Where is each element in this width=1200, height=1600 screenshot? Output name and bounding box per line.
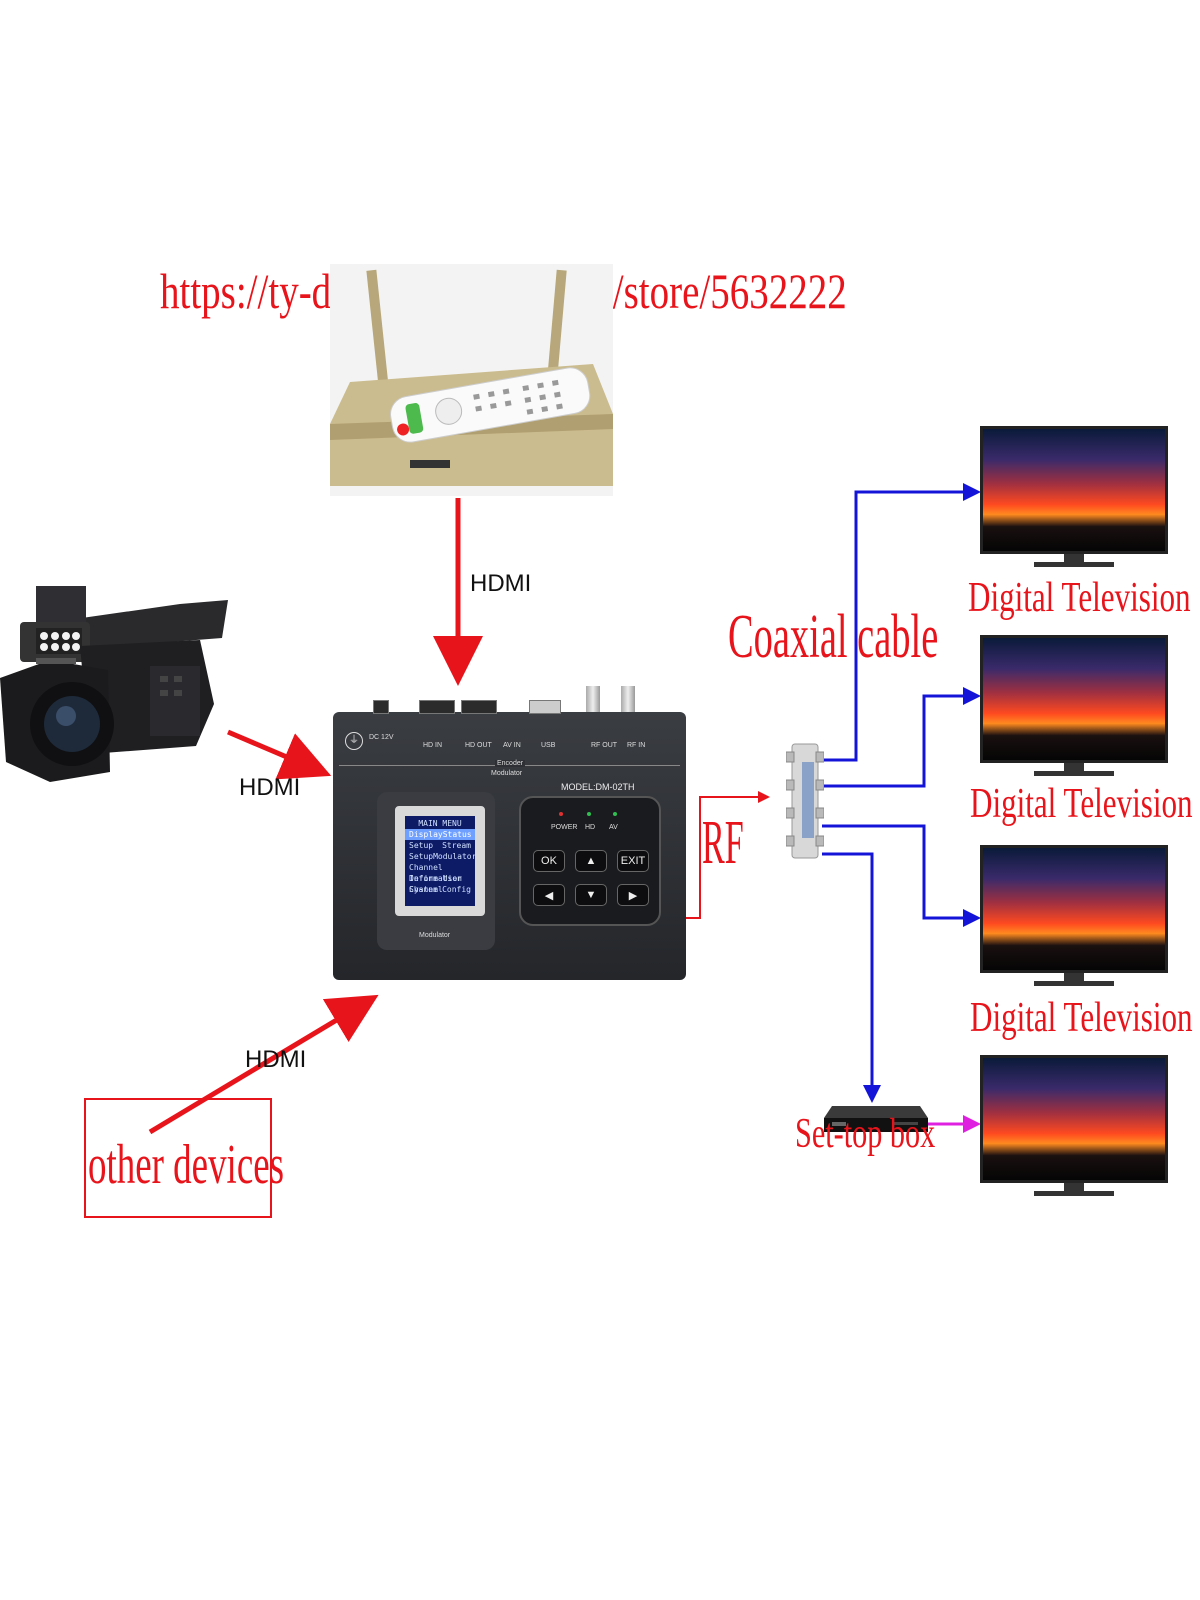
led-hd-label: HD bbox=[585, 824, 596, 831]
tv-stand bbox=[1064, 554, 1084, 564]
arrow-hdmi-camera bbox=[227, 729, 332, 780]
arrow-left-icon: ◀ bbox=[544, 889, 554, 902]
tv-unit bbox=[980, 1055, 1168, 1201]
arrow-right-icon: ▶ bbox=[628, 889, 638, 902]
camcorder-photo bbox=[0, 586, 232, 796]
up-arrow-button[interactable]: ▲ bbox=[575, 850, 607, 872]
tv-screen bbox=[980, 845, 1168, 973]
tv-stand bbox=[1064, 763, 1084, 773]
label-set-top-box: Set-top box bbox=[795, 1111, 936, 1157]
lcd-brand-label: Modulator bbox=[419, 932, 451, 939]
device-top-connectors bbox=[333, 686, 686, 714]
splitter-photo bbox=[785, 742, 825, 860]
tv-screen bbox=[980, 426, 1168, 554]
port-av-in-label: AV IN bbox=[503, 742, 521, 749]
label-hdmi-camera: HDMI bbox=[239, 774, 301, 801]
keypad-panel: POWER HD AV OK ▲ EXIT ◀ ▼ ▶ bbox=[519, 796, 661, 926]
ground-symbol-icon: ⏚ bbox=[345, 732, 363, 750]
label-other-devices: other devices bbox=[88, 1134, 285, 1196]
tv-base bbox=[1034, 981, 1114, 986]
exit-button[interactable]: EXIT bbox=[617, 850, 649, 872]
right-arrow-button[interactable]: ▶ bbox=[617, 884, 649, 906]
ok-button[interactable]: OK bbox=[533, 850, 565, 872]
lcd-menu-title: MAIN MENU bbox=[418, 819, 462, 828]
tv-unit bbox=[980, 845, 1168, 991]
left-arrow-button[interactable]: ◀ bbox=[533, 884, 565, 906]
led-av-icon bbox=[613, 812, 617, 816]
port-usb-label: USB bbox=[541, 742, 556, 749]
port-dc-label: DC 12V bbox=[369, 734, 394, 741]
line-coax-tv2 bbox=[822, 687, 981, 788]
set-top-box-photo bbox=[824, 1104, 928, 1134]
lcd-menu-item[interactable]: Channel Information bbox=[409, 863, 462, 883]
line-coax-tv3 bbox=[822, 824, 981, 927]
encoder-modulator-device: ⏚ DC 12V HD IN HD OUT AV IN USB RF OUT R… bbox=[333, 686, 686, 980]
label-rf: RF bbox=[702, 809, 744, 877]
label-hdmi-other: HDMI bbox=[245, 1046, 307, 1073]
device-title-modulator: Modulator bbox=[491, 770, 523, 777]
line-coax-stb bbox=[822, 852, 881, 1103]
port-rf-in-label: RF IN bbox=[627, 742, 646, 749]
arrow-down-icon: ▼ bbox=[585, 889, 597, 901]
lcd-menu-item[interactable]: Define User Channel bbox=[409, 874, 462, 894]
down-arrow-button[interactable]: ▼ bbox=[575, 884, 607, 906]
led-av-label: AV bbox=[609, 824, 618, 831]
label-coaxial-cable: Coaxial cable bbox=[728, 603, 939, 671]
tv-label: Digital Television bbox=[968, 575, 1191, 621]
device-model-label: MODEL:DM-02TH bbox=[561, 782, 635, 792]
line-coax-tv1 bbox=[822, 483, 981, 762]
port-hd-in-label: HD IN bbox=[423, 742, 443, 749]
port-rf-out-label: RF OUT bbox=[591, 742, 618, 749]
tv-stand bbox=[1064, 1183, 1084, 1193]
tv-base bbox=[1034, 1191, 1114, 1196]
led-power-icon bbox=[559, 812, 563, 816]
tv-base bbox=[1034, 771, 1114, 776]
tv-base bbox=[1034, 562, 1114, 567]
tv-label: Digital Television bbox=[970, 781, 1193, 827]
tv-label: Digital Television bbox=[970, 995, 1193, 1041]
led-power-label: POWER bbox=[551, 824, 578, 831]
other-devices-box bbox=[84, 1098, 272, 1218]
label-hdmi-top: HDMI bbox=[470, 570, 532, 597]
led-hd-icon bbox=[587, 812, 591, 816]
device-title-encoder: Encoder bbox=[495, 760, 526, 767]
tv-screen bbox=[980, 1055, 1168, 1183]
tv-unit bbox=[980, 426, 1168, 572]
arrow-up-icon: ▲ bbox=[585, 855, 597, 867]
android-box-photo bbox=[330, 264, 613, 496]
tv-unit bbox=[980, 635, 1168, 781]
tv-screen bbox=[980, 635, 1168, 763]
tv-stand bbox=[1064, 973, 1084, 983]
arrow-hdmi-other bbox=[148, 994, 379, 1135]
port-hd-out-label: HD OUT bbox=[465, 742, 492, 749]
line-rf bbox=[686, 791, 770, 919]
